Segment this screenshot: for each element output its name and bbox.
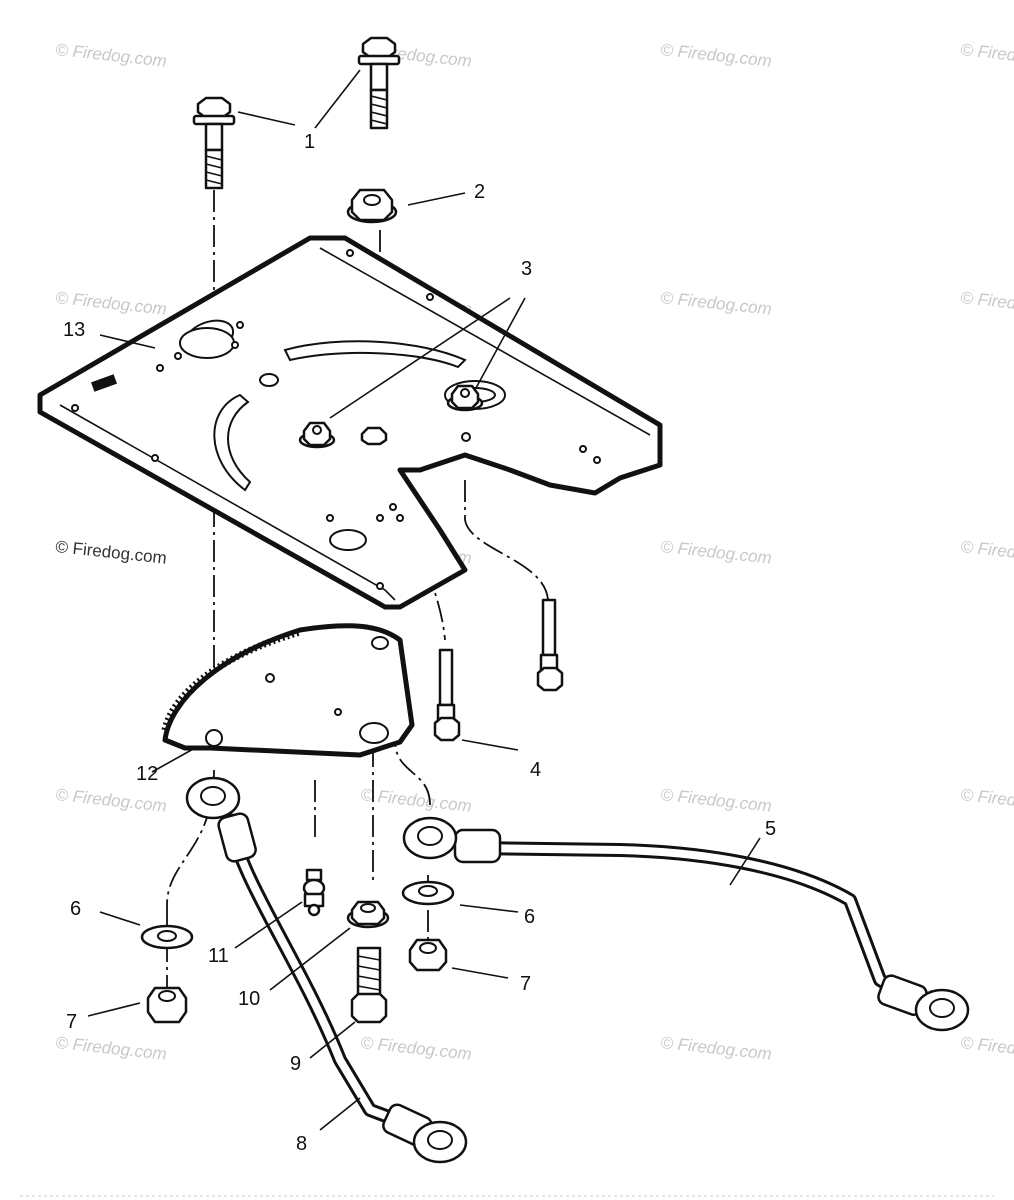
ball-stud [302,868,326,917]
callout-9: 9 [290,1053,301,1075]
nut-left [146,986,188,1024]
watermark: © Firedog.com [660,785,773,816]
watermark: © Firedog.com [55,785,168,816]
callout-6-left: 6 [70,898,81,920]
bolt-right [357,36,401,130]
callout-6-right: 6 [524,906,535,928]
tie-rod-left [185,776,468,1164]
nut-small-left [298,421,336,449]
callout-11: 11 [208,945,229,967]
callout-2: 2 [474,181,485,203]
watermark: © Firedog.com [55,40,168,71]
watermark: © Firedog.com [660,40,773,71]
callout-1: 1 [304,131,315,153]
watermark: © Firedog.com [960,785,1014,816]
callout-7-left: 7 [66,1011,77,1033]
watermark: © Firedog.com [660,1033,773,1064]
sector-plate [161,623,415,758]
callout-4: 4 [530,759,541,781]
shoulder-bolt-right [536,598,564,692]
callout-10: 10 [238,988,260,1010]
nut-under-plate [360,426,388,446]
bolt-lower [350,946,388,1024]
watermark: © Firedog.com [960,40,1014,71]
callout-3: 3 [521,258,532,280]
shoulder-bolt-left [433,648,461,742]
watermark: © Firedog.com [960,537,1014,568]
watermark: © Firedog.com [55,288,168,319]
washer-right [401,880,455,906]
watermark: © Firedog.com [960,1033,1014,1064]
watermark-main: © Firedog.com [55,537,168,568]
callout-7-right: 7 [520,973,531,995]
callout-8: 8 [296,1133,307,1155]
washer-left [140,924,194,950]
nut-small-right [446,384,484,412]
watermark: © Firedog.com [660,537,773,568]
callout-5: 5 [765,818,776,840]
callouts: 1 2 3 4 5 6 6 7 7 8 9 10 11 12 13 [63,131,776,1155]
bolt-left [192,96,236,190]
watermark: © Firedog.com [360,785,473,816]
flange-nut [346,188,398,224]
tie-rod-right [402,816,970,1032]
watermark: © Firedog.com [360,1033,473,1064]
nut-right [408,938,448,972]
callout-13: 13 [63,319,85,341]
watermark: © Firedog.com [660,288,773,319]
callout-12: 12 [136,763,158,785]
bushing [346,900,390,929]
leader-lines [87,69,761,1131]
watermark: © Firedog.com [55,1033,168,1064]
watermark: © Firedog.com [960,288,1014,319]
